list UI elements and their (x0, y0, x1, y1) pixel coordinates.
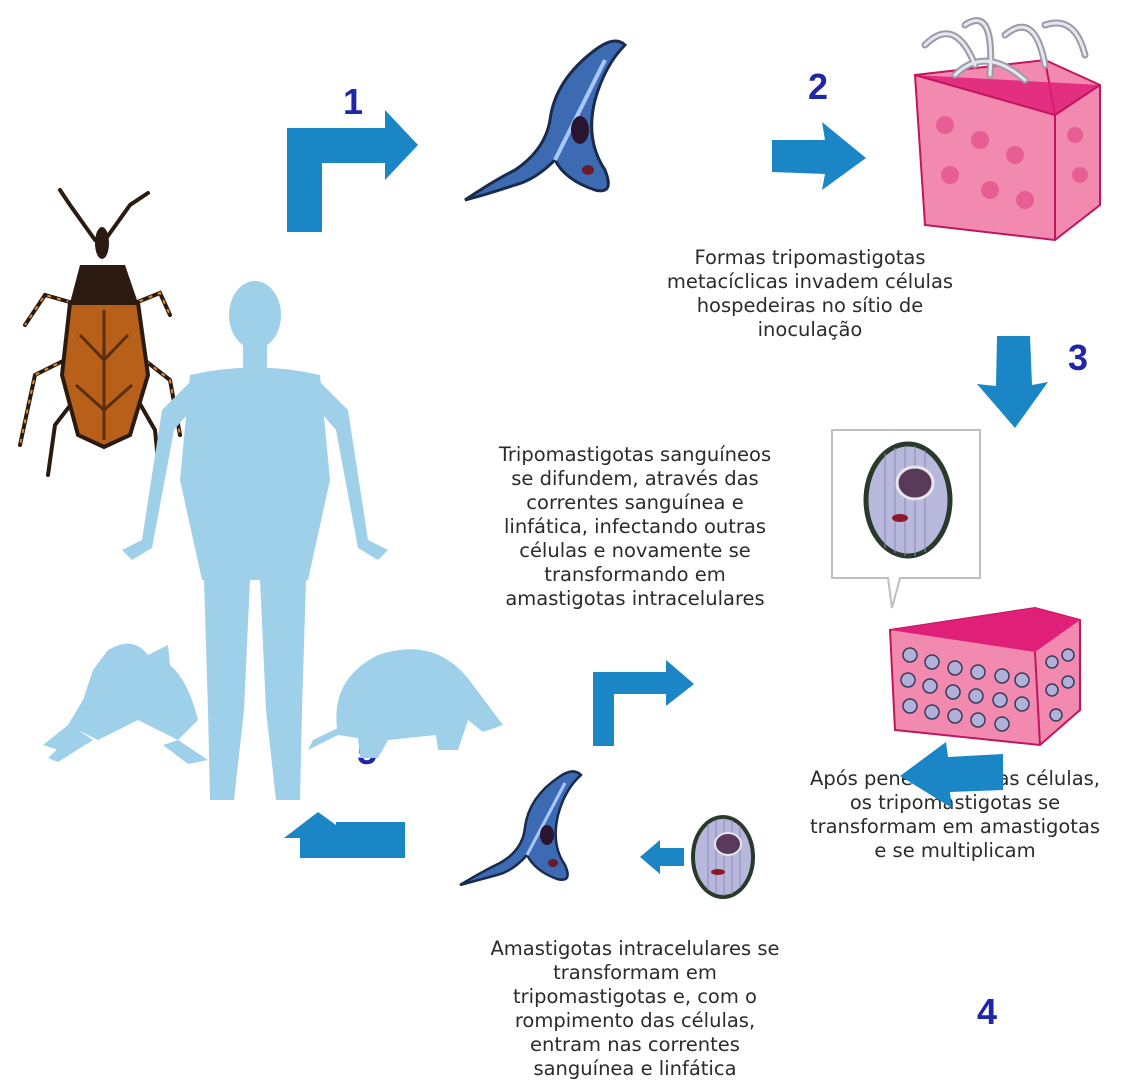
step-number-1: 1 (343, 84, 363, 120)
amastigote-zoom-callout (830, 428, 990, 628)
trypomastigote-parasite-large (455, 20, 635, 210)
amastigote-parasite-small (688, 812, 758, 902)
step-number-3: 3 (1068, 340, 1088, 376)
infected-cell-block-icon (880, 600, 1090, 750)
host-cell-invasion-icon (895, 5, 1115, 245)
step-number-4: 4 (977, 994, 997, 1030)
caption-step2-invasion: Formas tripomastigotas metacíclicas inva… (640, 246, 980, 342)
dog-reservoir-silhouette (38, 630, 218, 770)
caption-bloodstream-spread: Tripomastigotas sanguíneos se difundem, … (470, 443, 800, 611)
armadillo-reservoir-silhouette (308, 640, 508, 770)
trypomastigote-parasite-small (455, 755, 585, 895)
caption-step4-rupture: Amastigotas intracelulares se transforma… (470, 937, 800, 1081)
caption-step3-multiplication: Após penetrarem nas células, os tripomas… (790, 767, 1120, 863)
step-number-2: 2 (808, 69, 828, 105)
